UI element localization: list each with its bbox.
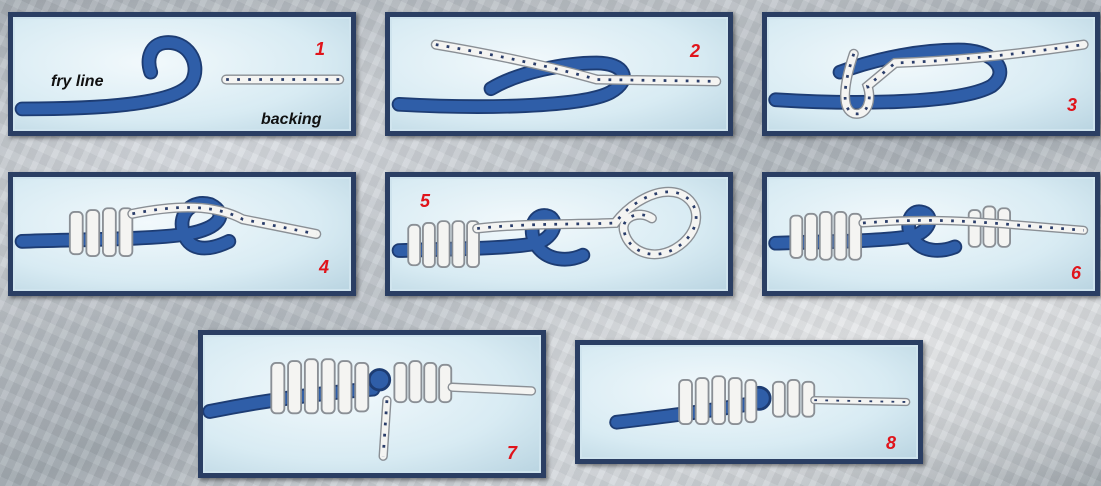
step-panel-4: 4 <box>8 172 356 296</box>
step-number-8: 8 <box>886 433 896 454</box>
step-panel-6: 6 <box>762 172 1100 296</box>
step-panel-2: 2 <box>385 12 733 136</box>
step-7-illustration <box>203 335 541 473</box>
backing-second-wraps <box>394 361 451 402</box>
backing-wraps <box>679 376 756 424</box>
step-number-4: 4 <box>319 257 329 278</box>
step-5-illustration <box>390 177 728 291</box>
backing-wraps <box>408 221 479 267</box>
step-4-illustration <box>13 177 351 291</box>
step-panel-7: 7 <box>198 330 546 478</box>
backing-wraps <box>790 212 861 260</box>
step-3-illustration <box>767 17 1095 131</box>
step-panel-1: fry line backing 1 <box>8 12 356 136</box>
step-number-3: 3 <box>1067 95 1077 116</box>
step-2-illustration <box>390 17 728 131</box>
step-8-illustration <box>580 345 918 459</box>
step-number-6: 6 <box>1071 263 1081 284</box>
step-number-2: 2 <box>690 41 700 62</box>
step-panel-5: 5 <box>385 172 733 296</box>
step-number-7: 7 <box>507 443 517 464</box>
fly-line-label: fry line <box>51 73 103 91</box>
step-number-5: 5 <box>420 191 430 212</box>
step-number-1: 1 <box>315 39 325 60</box>
backing-label: backing <box>261 111 321 129</box>
backing-second-wraps <box>773 380 814 417</box>
step-panel-3: 3 <box>762 12 1100 136</box>
step-panel-8: 8 <box>575 340 923 464</box>
step-6-illustration <box>767 177 1095 291</box>
